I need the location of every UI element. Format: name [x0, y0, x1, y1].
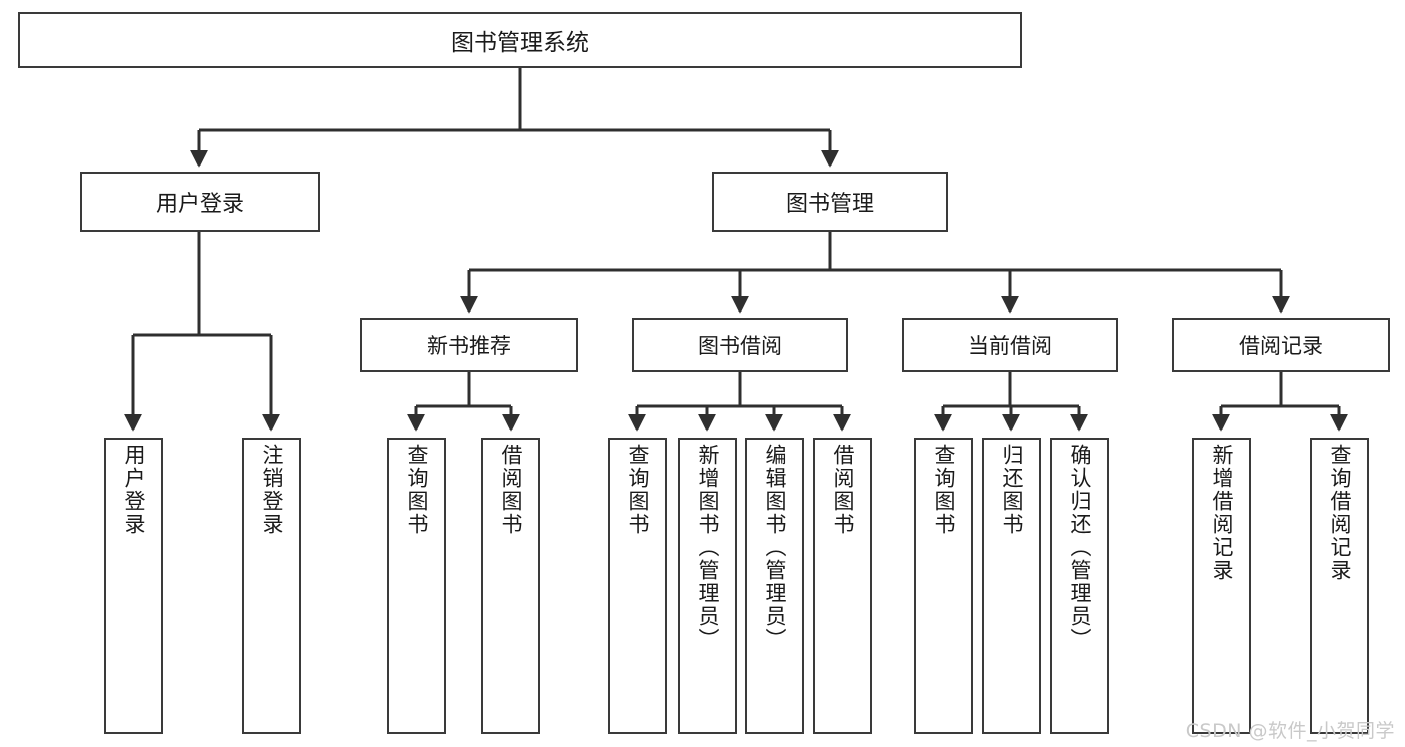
node-leaf-add-borrow-record[interactable]: 新增借阅记录 — [1192, 438, 1251, 734]
node-leaf-return-book[interactable]: 归还图书 — [982, 438, 1041, 734]
node-label: 图书管理系统 — [451, 30, 589, 56]
node-book-borrow[interactable]: 图书借阅 — [632, 318, 848, 372]
node-leaf-edit-book-admin[interactable]: 编辑图书（管理员） — [745, 438, 804, 734]
node-label: 新书推荐 — [427, 334, 511, 358]
node-label: 归还图书 — [1000, 444, 1024, 536]
node-label: 新增借阅记录 — [1210, 444, 1234, 582]
node-leaf-borrow-book-recommendation[interactable]: 借阅图书 — [481, 438, 540, 734]
node-label: 当前借阅 — [968, 334, 1052, 358]
node-new-book-recommendation[interactable]: 新书推荐 — [360, 318, 578, 372]
node-leaf-query-book-current[interactable]: 查询图书 — [914, 438, 973, 734]
node-label: 用户登录 — [155, 192, 244, 217]
node-root-book-management-system[interactable]: 图书管理系统 — [18, 12, 1022, 68]
node-label: 查询图书 — [626, 444, 650, 536]
node-label: 查询借阅记录 — [1328, 444, 1352, 582]
node-book-management[interactable]: 图书管理 — [712, 172, 948, 232]
node-leaf-confirm-return-admin[interactable]: 确认归还（管理员） — [1050, 438, 1109, 734]
node-borrow-record[interactable]: 借阅记录 — [1172, 318, 1390, 372]
node-current-borrow[interactable]: 当前借阅 — [902, 318, 1118, 372]
node-label: 借阅图书 — [499, 444, 523, 536]
node-label: 借阅图书 — [831, 444, 855, 536]
node-leaf-user-login[interactable]: 用户登录 — [104, 438, 163, 734]
node-label: 查询图书 — [405, 444, 429, 536]
node-label: 图书管理 — [785, 192, 874, 217]
node-leaf-query-borrow-record[interactable]: 查询借阅记录 — [1310, 438, 1369, 734]
node-leaf-query-book-borrow[interactable]: 查询图书 — [608, 438, 667, 734]
node-leaf-add-book-admin[interactable]: 新增图书（管理员） — [678, 438, 737, 734]
node-leaf-query-book-recommendation[interactable]: 查询图书 — [387, 438, 446, 734]
node-label: 新增图书（管理员） — [696, 444, 720, 651]
node-label: 确认归还（管理员） — [1068, 444, 1092, 651]
node-label: 借阅记录 — [1239, 334, 1323, 358]
node-label: 查询图书 — [932, 444, 956, 536]
node-label: 图书借阅 — [698, 334, 782, 358]
node-leaf-borrow-book[interactable]: 借阅图书 — [813, 438, 872, 734]
node-label: 编辑图书（管理员） — [763, 444, 787, 651]
node-leaf-logout-login[interactable]: 注销登录 — [242, 438, 301, 734]
node-user-login[interactable]: 用户登录 — [80, 172, 320, 232]
node-label: 用户登录 — [122, 444, 146, 536]
node-label: 注销登录 — [260, 444, 284, 536]
